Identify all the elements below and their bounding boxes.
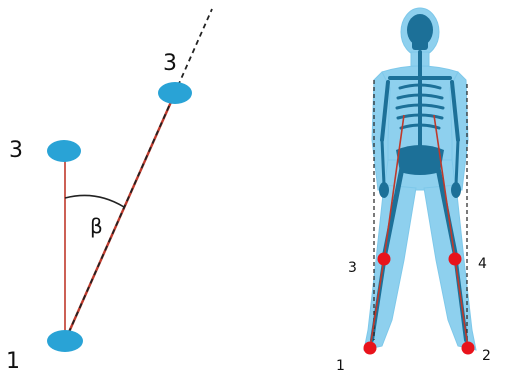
top-marker [47,140,81,162]
label-left-ankle: 1 [336,358,345,374]
label-bottom-marker: 1 [6,349,20,374]
label-moved-marker: 3 [163,51,177,76]
left-ankle-marker [364,342,377,355]
dashed-axis-line [65,9,212,341]
label-right-knee: 4 [478,256,487,272]
right-ankle-marker [462,342,475,355]
label-right-ankle: 2 [482,348,491,364]
bottom-marker [47,330,83,352]
right-knee-marker [449,253,462,266]
left-diagram: 3 3 1 β [6,9,212,374]
angle-label: β [90,214,103,238]
moved-marker [158,82,192,104]
angle-arc [65,195,124,207]
label-top-marker: 3 [9,138,23,163]
left-knee-marker [378,253,391,266]
right-diagram: 3 4 1 2 [336,8,491,374]
label-left-knee: 3 [348,260,357,276]
